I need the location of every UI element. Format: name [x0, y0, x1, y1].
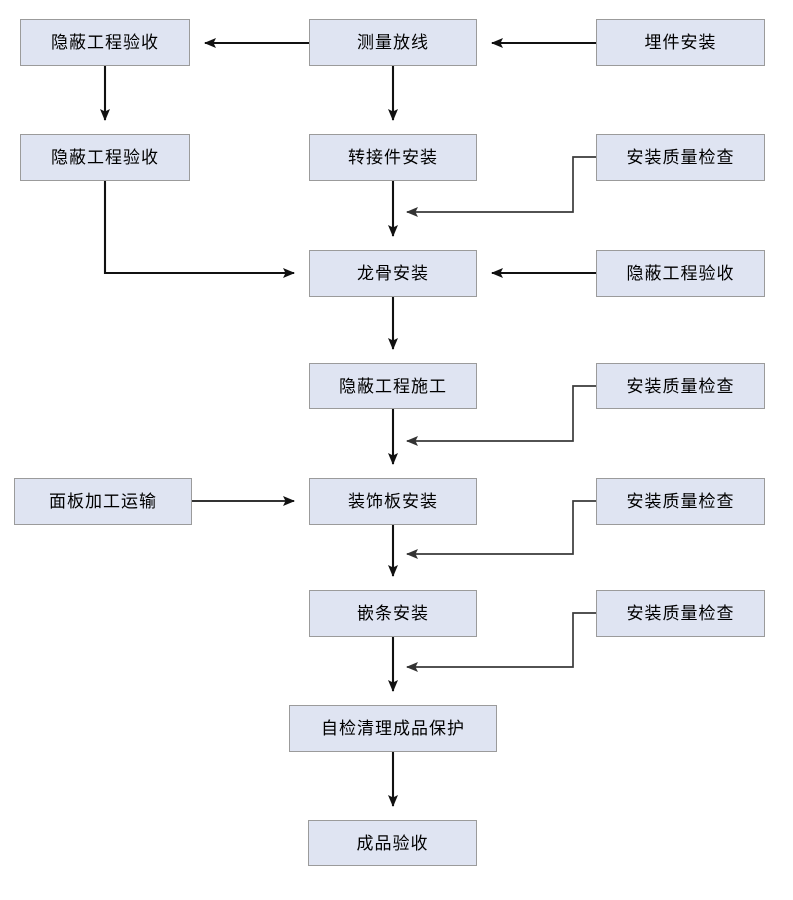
node-label: 面板加工运输 [49, 492, 157, 511]
node-label: 埋件安装 [644, 33, 717, 52]
node-label: 转接件安装 [348, 148, 438, 167]
node-hidden-work-acceptance-3[interactable]: 隐蔽工程验收 [596, 250, 765, 297]
node-adapter-installation[interactable]: 转接件安装 [309, 134, 477, 181]
edge-n13-elbow [406, 500, 596, 559]
node-label: 安装质量检查 [626, 376, 735, 396]
node-insert-strip-installation[interactable]: 嵌条安装 [309, 590, 477, 637]
node-keel-installation[interactable]: 龙骨安装 [309, 250, 477, 297]
node-label: 成品验收 [356, 833, 429, 853]
node-label: 龙骨安装 [357, 264, 429, 283]
edge-n6-elbow [406, 156, 596, 217]
node-decorative-panel-installation[interactable]: 装饰板安装 [309, 478, 477, 525]
node-hidden-work-acceptance-2[interactable]: 隐蔽工程验收 [20, 134, 190, 181]
node-quality-inspection-3[interactable]: 安装质量检查 [596, 478, 765, 525]
node-label: 测量放线 [357, 33, 429, 52]
node-label: 隐蔽工程验收 [51, 148, 159, 167]
node-label: 隐蔽工程验收 [626, 264, 735, 283]
node-embedded-part-installation[interactable]: 埋件安装 [596, 19, 765, 66]
node-label: 装饰板安装 [348, 492, 438, 511]
node-hidden-work-acceptance-1[interactable]: 隐蔽工程验收 [20, 19, 190, 66]
node-label: 隐蔽工程验收 [51, 33, 159, 52]
edge-n10-elbow [406, 385, 596, 446]
node-quality-inspection-1[interactable]: 安装质量检查 [596, 134, 765, 181]
node-quality-inspection-2[interactable]: 安装质量检查 [596, 363, 765, 409]
node-label: 安装质量检查 [626, 604, 735, 623]
node-label: 嵌条安装 [357, 604, 429, 623]
node-self-inspection-cleanup-protection[interactable]: 自检清理成品保护 [289, 705, 497, 752]
node-survey-setting-out[interactable]: 测量放线 [309, 19, 477, 66]
node-quality-inspection-4[interactable]: 安装质量检查 [596, 590, 765, 637]
edge-n15-elbow [406, 612, 596, 672]
node-label: 安装质量检查 [626, 148, 735, 167]
edge-n4-n7 [103, 181, 295, 278]
node-final-product-acceptance[interactable]: 成品验收 [308, 820, 477, 866]
node-hidden-work-construction[interactable]: 隐蔽工程施工 [309, 363, 477, 409]
node-label: 自检清理成品保护 [321, 719, 465, 738]
node-label: 安装质量检查 [626, 492, 735, 511]
node-panel-fabrication-transport[interactable]: 面板加工运输 [14, 478, 192, 525]
node-label: 隐蔽工程施工 [339, 376, 447, 396]
